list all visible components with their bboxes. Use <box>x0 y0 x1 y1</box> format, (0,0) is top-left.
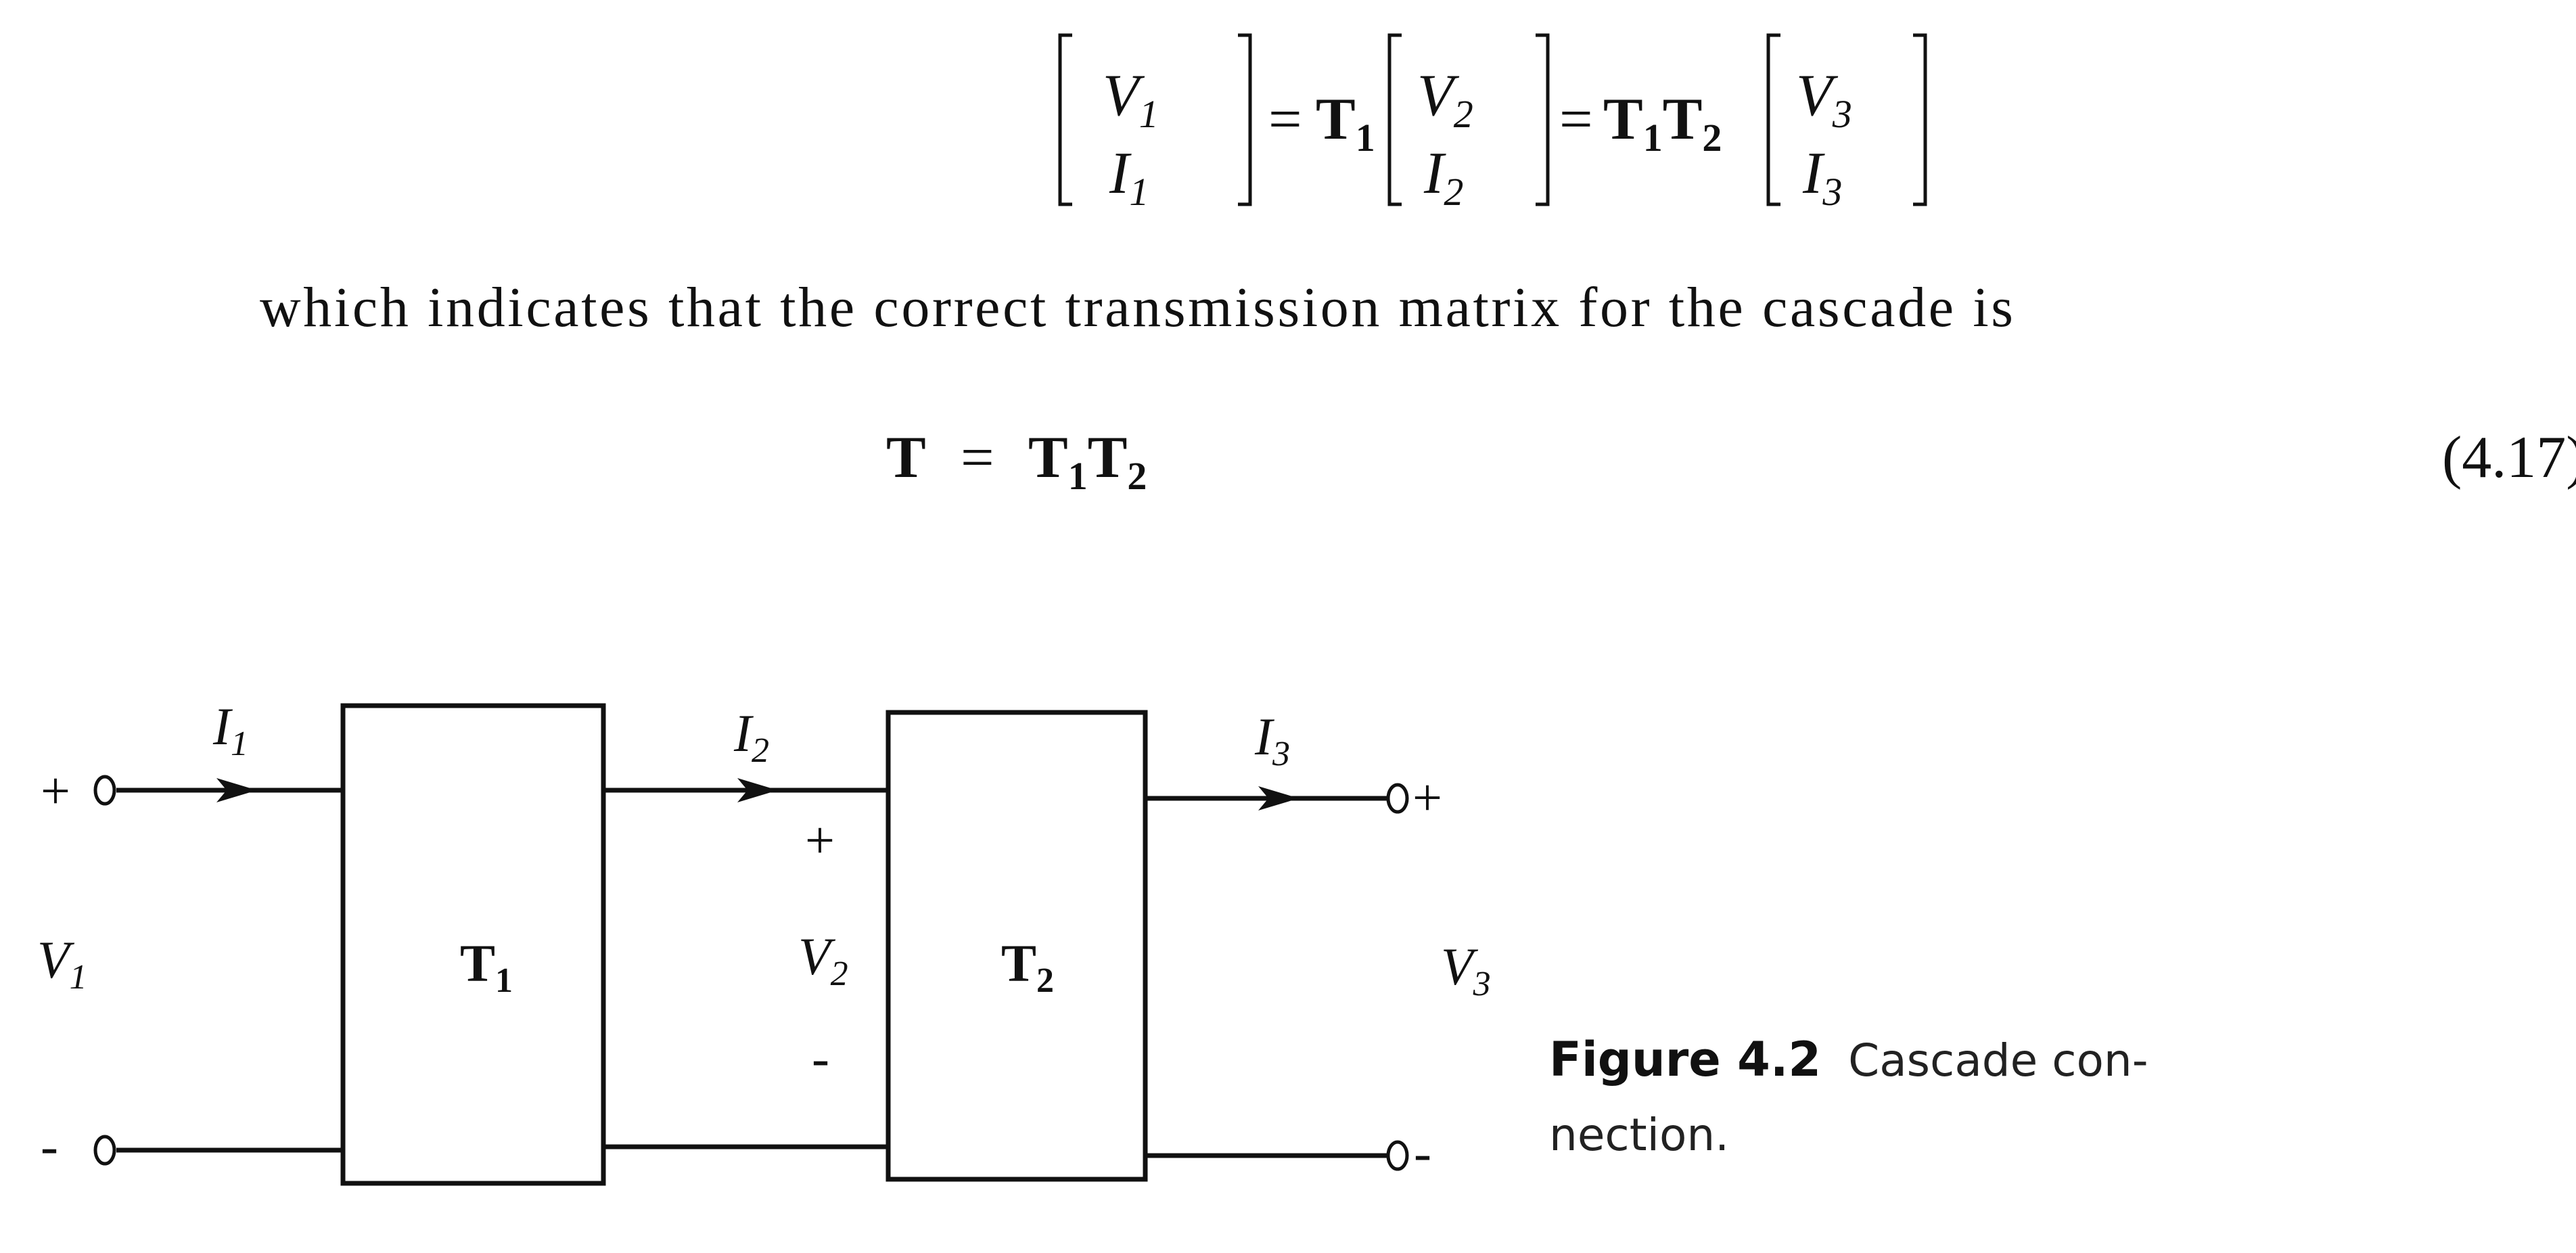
current-i2-label: I2 <box>733 704 769 770</box>
minus-sign-in: - <box>41 1116 58 1175</box>
voltage-v3-label: V3 <box>1441 937 1491 1003</box>
plus-sign-out: + <box>1412 768 1442 827</box>
t1t2-symbol: T1T2 <box>1603 87 1722 160</box>
cascade-diagram: T1 T2 I1 I2 I3 V1 V2 V3 + - + - + - <box>37 697 1491 1186</box>
caption-line-2: nection. <box>1549 1109 1729 1161</box>
current-arrow-icon <box>1258 786 1299 811</box>
voltage-v2-label: V2 <box>798 927 848 993</box>
block-t2 <box>886 710 1148 1182</box>
current-i1-label: I1 <box>212 697 248 763</box>
matrix-bracket <box>1387 33 1550 206</box>
current-i3-label: I3 <box>1254 707 1290 773</box>
v3-symbol: V3 <box>1796 63 1852 136</box>
i1-symbol: I1 <box>1109 141 1149 214</box>
matrix-equation: V1 I1 = T1 V2 I2 = T1T2 V3 I3 <box>1058 33 1927 214</box>
equation-number: (4.17) <box>2442 425 2576 491</box>
equation-4-17: T = T1T2 (4.17) <box>886 425 2576 498</box>
v2-symbol: V2 <box>1417 63 1473 136</box>
block-t1-label: T1 <box>460 934 513 1000</box>
current-arrow-icon <box>216 778 257 802</box>
terminal-in-plus <box>93 775 116 806</box>
t1t2-product: T1T2 <box>1028 425 1147 498</box>
terminal-out-plus <box>1386 783 1409 814</box>
block-t1 <box>340 703 606 1186</box>
t1-symbol: T1 <box>1316 87 1375 160</box>
body-paragraph: which indicates that the correct transmi… <box>260 276 2013 339</box>
current-arrow-icon <box>737 778 778 802</box>
plus-sign-v2: + <box>805 811 835 869</box>
matrix-bracket <box>1058 33 1252 206</box>
i3-symbol: I3 <box>1802 141 1842 214</box>
terminal-in-minus <box>93 1135 116 1166</box>
equals-sign: = <box>961 425 994 491</box>
i2-symbol: I2 <box>1423 141 1463 214</box>
voltage-v1-label: V1 <box>37 930 87 997</box>
plus-sign-in: + <box>41 761 70 820</box>
bottom-wire <box>116 1144 1387 1158</box>
equals-sign: = <box>1559 87 1593 152</box>
equals-sign: = <box>1268 87 1302 152</box>
block-t2-label: T2 <box>1001 934 1054 1000</box>
minus-sign-v2: - <box>812 1028 829 1087</box>
minus-sign-out: - <box>1414 1123 1431 1182</box>
matrix-bracket <box>1766 33 1927 206</box>
terminal-out-minus <box>1386 1140 1409 1171</box>
v1-symbol: V1 <box>1103 63 1159 136</box>
t-symbol: T <box>886 425 926 491</box>
